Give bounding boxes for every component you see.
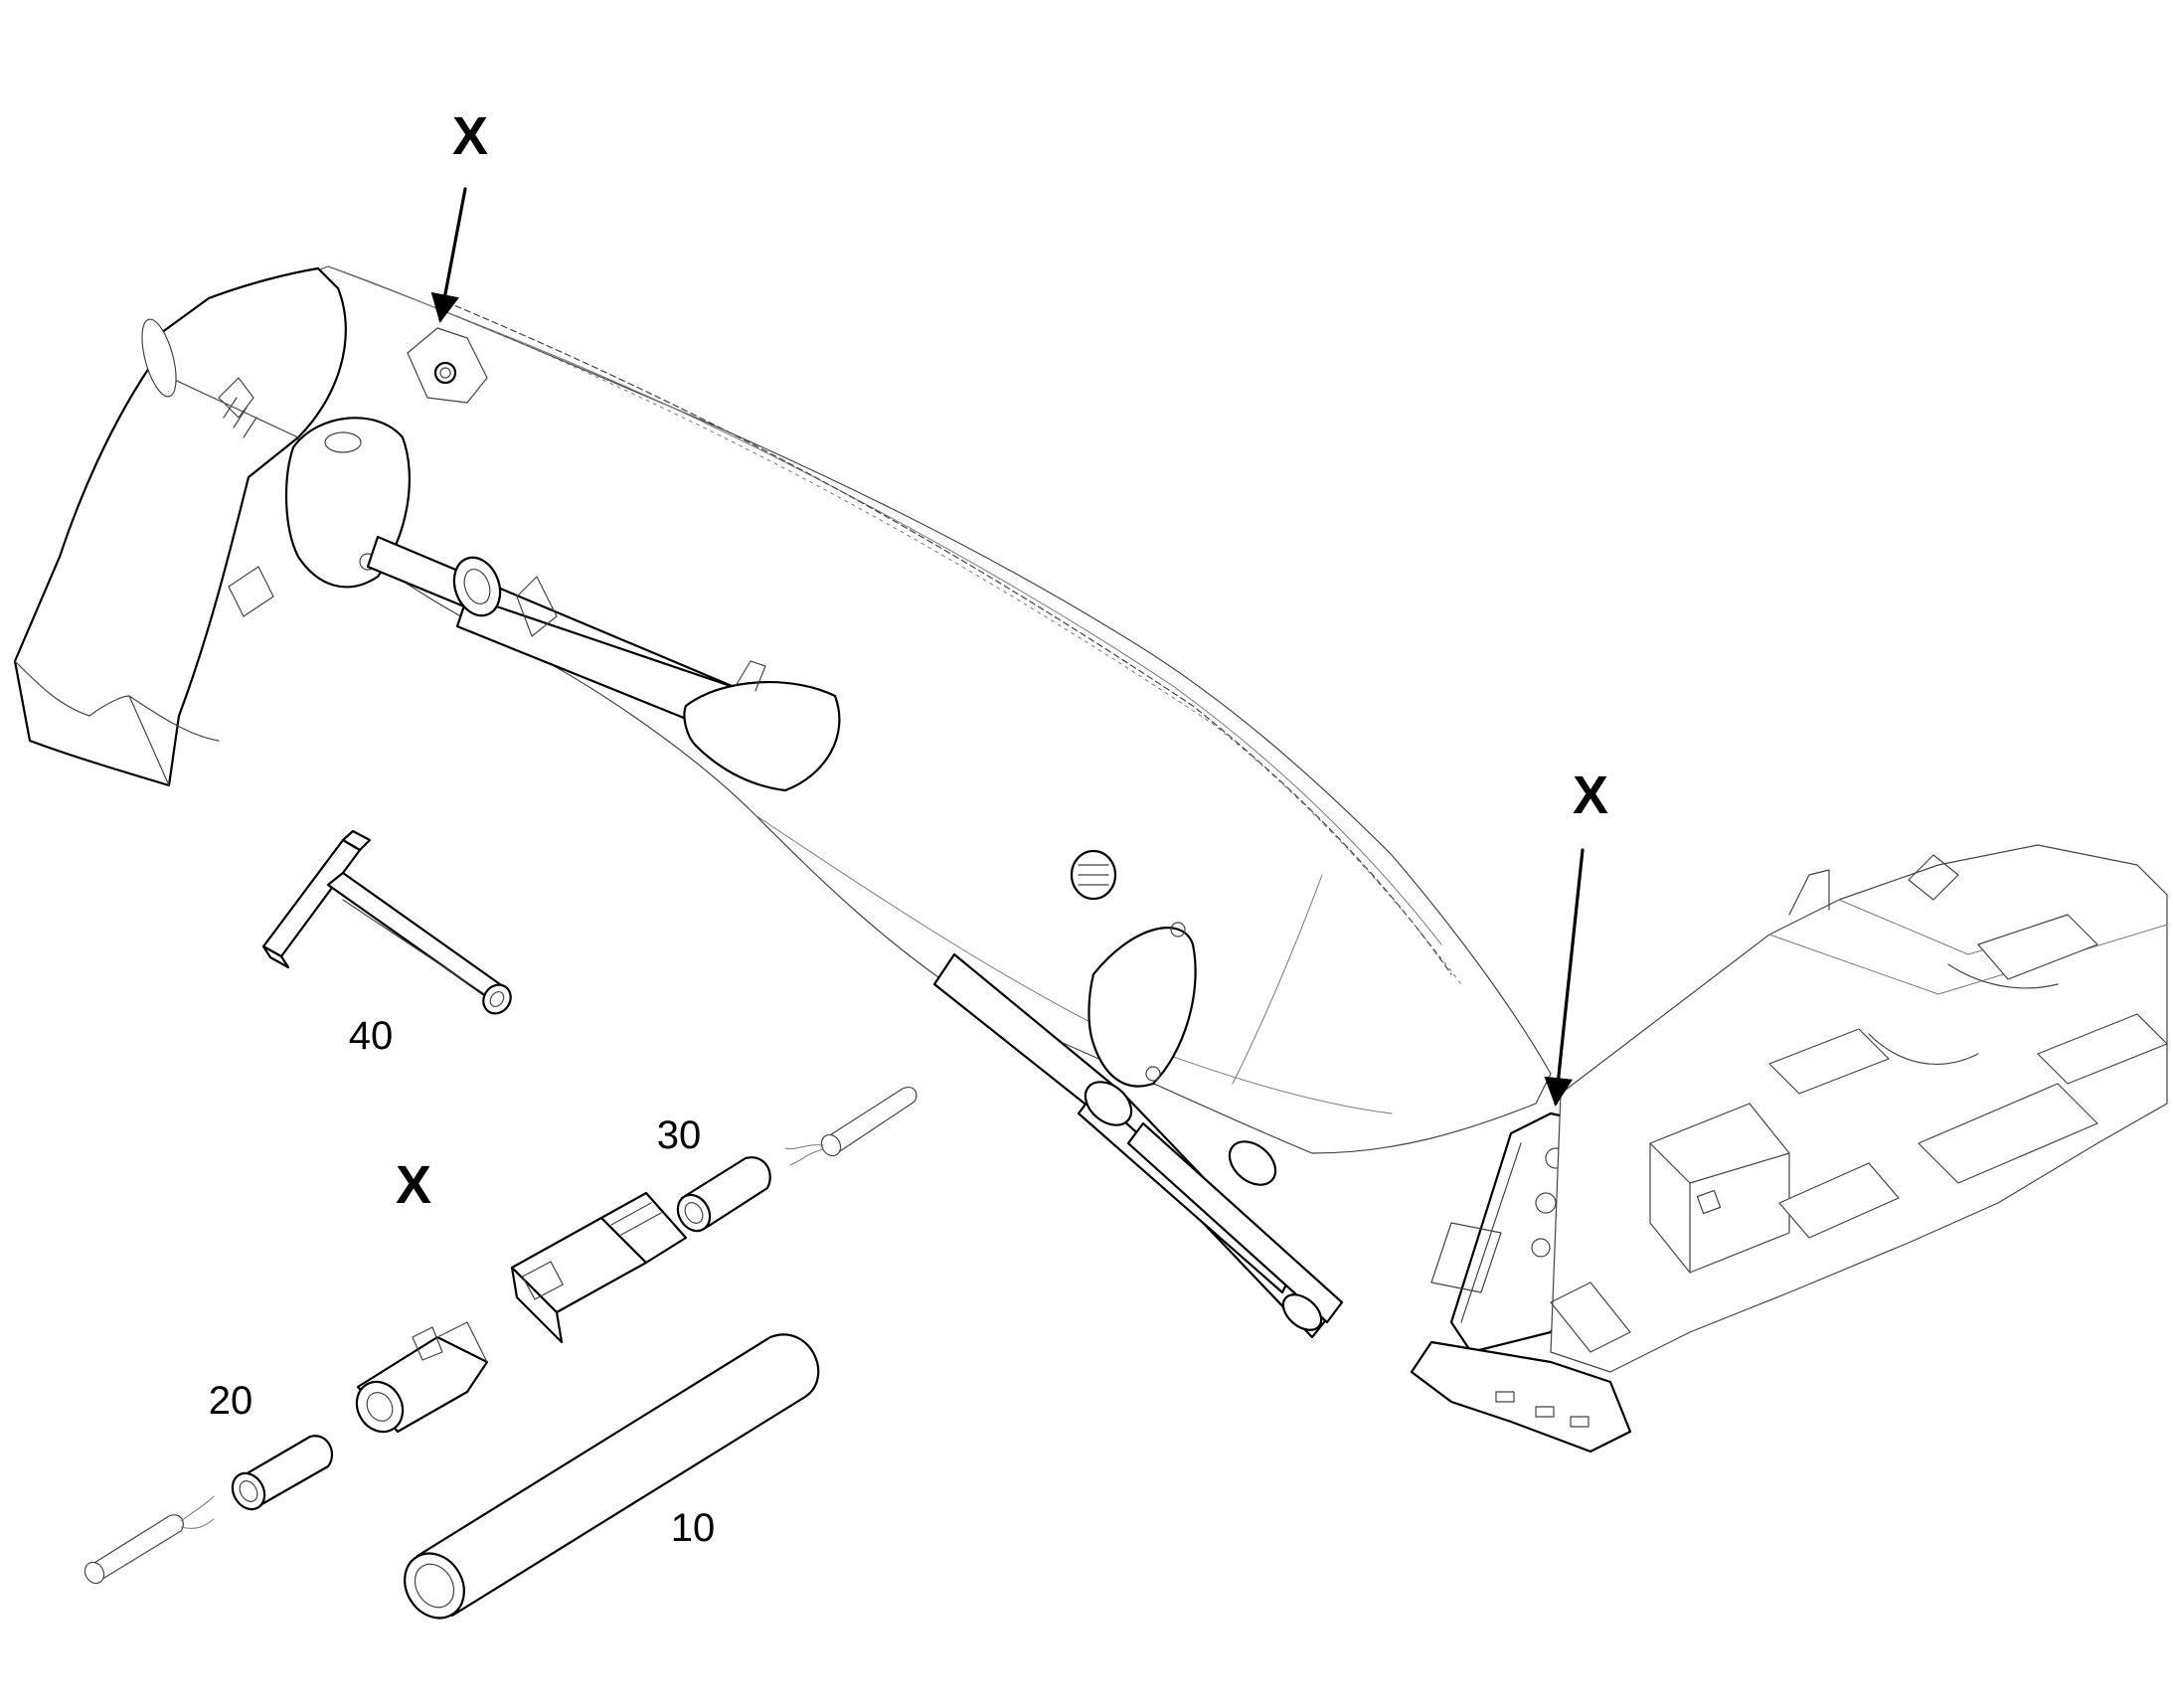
part-sleeve-tube: [404, 1333, 820, 1620]
callout-label-boom-top: X: [452, 106, 488, 166]
part-seal-right: [676, 1156, 771, 1233]
part-number-30: 30: [657, 1113, 702, 1157]
part-number-10: 10: [671, 1506, 716, 1550]
boom-assembly: [13, 265, 1642, 1354]
wire-end-right: [784, 1087, 918, 1166]
chassis-frame: [1410, 844, 2168, 1453]
callout-label-detail-group: X: [396, 1155, 431, 1215]
boom-top-flange: [327, 265, 1442, 945]
callout-label-boom-base: X: [1573, 766, 1608, 825]
part-number-20: 20: [209, 1379, 253, 1423]
sensor-lamp: [1070, 849, 1117, 901]
boom-head-block: [13, 266, 347, 787]
callout-boom-base: X: [1544, 766, 1608, 1107]
part-connector-housing: [510, 1191, 688, 1344]
part-extraction-tool: [261, 829, 512, 1015]
part-number-40: 40: [349, 1014, 394, 1058]
lower-cylinder-mount: [1087, 922, 1197, 1088]
lower-hydraulic-cylinders: [932, 952, 1344, 1339]
boom-beam-outline: [297, 265, 1552, 1154]
mid-cylinder-mount: [683, 660, 841, 792]
callout-boom-top: X: [430, 106, 488, 323]
top-pivot-bolt: [407, 327, 488, 404]
wire-end-left: [84, 1495, 215, 1585]
part-seal-left: [231, 1435, 334, 1511]
wiring-harness-top: [436, 297, 1452, 975]
part-connector-plug: [355, 1321, 489, 1434]
